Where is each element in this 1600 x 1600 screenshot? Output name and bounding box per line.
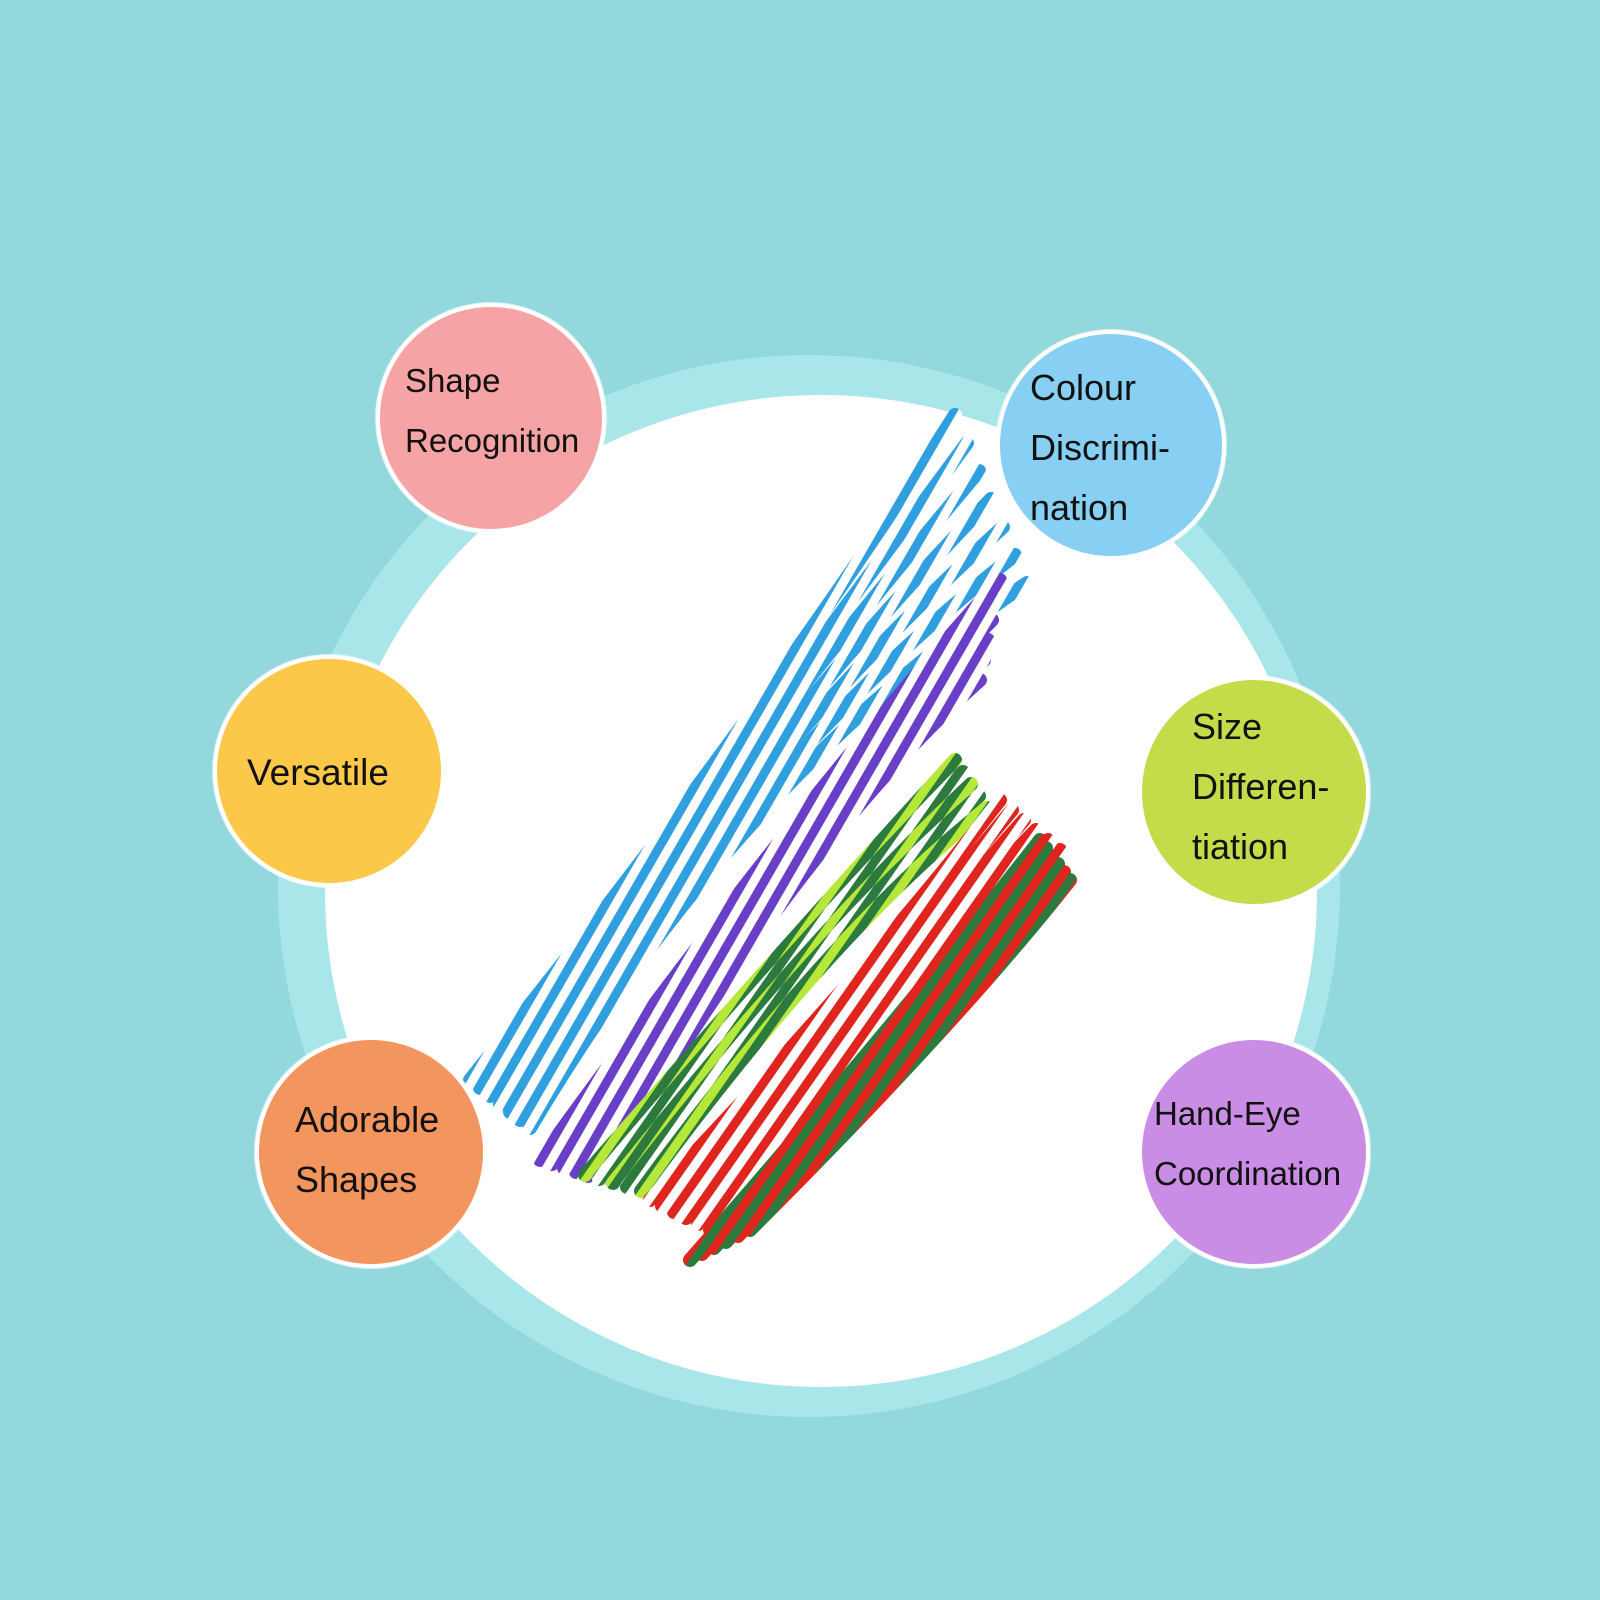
pipe-cleaner-green: [578, 753, 962, 1182]
pipe-cleaner-green: [634, 801, 994, 1198]
badge-adorable-shapes-label: Adorable Shapes: [295, 1099, 440, 1200]
pipe-cleaner-red-white: [655, 803, 1019, 1213]
pipe-cleaner-green: [592, 765, 970, 1186]
pipe-cleaner-red-white: [679, 823, 1043, 1225]
pipe-cleaner-green: [606, 777, 978, 1190]
pipe-cleaner-purple: [533, 573, 1007, 1167]
badge-shape-recognition: Shape Recognition: [376, 303, 606, 533]
pipe-cleaner-purple: [545, 593, 1003, 1171]
badge-hand-eye-coordination-label: Hand-Eye Coordination: [1154, 1095, 1342, 1192]
pipe-cleaner-blue: [513, 548, 1022, 1127]
badge-shape-recognition-label: Shape Recognition: [405, 362, 580, 459]
badge-versatile: Versatile: [213, 655, 445, 887]
pipe-cleaner-blue: [473, 436, 974, 1095]
badge-size-differentiation: Size Differen- tiation: [1138, 676, 1370, 908]
pipe-cleaner-purple: [581, 653, 991, 1183]
white-plate: [325, 395, 1317, 1387]
badge-colour-discrimination-label: Colour Discrimi- nation: [1030, 367, 1170, 528]
pipe-cleaner-purple: [569, 633, 995, 1179]
pipe-cleaner-blue: [483, 464, 986, 1103]
badge-size-differentiation-label: Size Differen- tiation: [1192, 706, 1330, 867]
pipe-cleaner-red-white: [643, 793, 1007, 1207]
pipe-cleaner-blue: [463, 408, 962, 1087]
pipe-cleaner-red-white: [667, 813, 1031, 1219]
badge-adorable-shapes: Adorable Shapes: [255, 1036, 487, 1268]
pipe-cleaner-purple: [557, 613, 999, 1175]
pipe-cleaner-green: [620, 789, 986, 1194]
pipe-cleaner-blue: [493, 492, 998, 1111]
badge-versatile-label: Versatile: [247, 752, 389, 793]
badge-hand-eye-coordination: Hand-Eye Coordination: [1138, 1036, 1370, 1268]
pipe-cleaner-red-green: [743, 873, 1077, 1237]
badge-colour-discrimination: Colour Discrimi- nation: [996, 330, 1226, 560]
pipe-cleaner-blue: [503, 520, 1010, 1119]
